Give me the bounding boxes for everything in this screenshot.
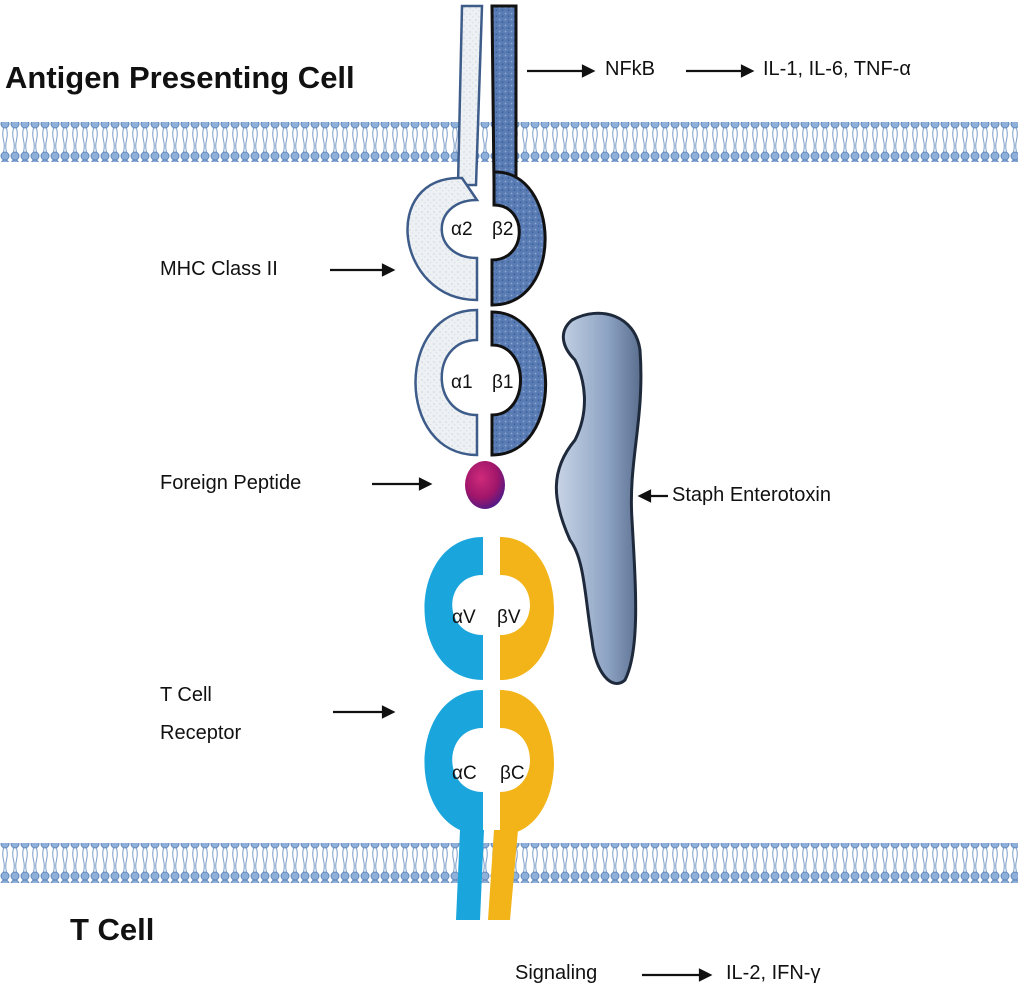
apc-title: Antigen Presenting Cell: [5, 60, 355, 95]
domain-betaV: βV: [497, 607, 521, 628]
tcr-label-line1: T Cell: [160, 684, 212, 706]
domain-beta1: β1: [492, 372, 514, 393]
foreign-peptide: [465, 461, 505, 509]
domain-alpha2: α2: [451, 219, 473, 240]
mhc-label: MHC Class II: [160, 258, 278, 280]
tcr-beta-chain: [488, 537, 554, 920]
domain-betaC: βC: [500, 763, 525, 784]
arrows: [330, 64, 755, 982]
toxin-label: Staph Enterotoxin: [672, 484, 831, 506]
tcell-title: T Cell: [70, 912, 155, 947]
domain-beta2: β2: [492, 219, 514, 240]
signaling-label: Signaling: [515, 962, 598, 984]
domain-alphaC: αC: [452, 763, 477, 784]
domain-alpha1: α1: [451, 372, 473, 393]
nfkb-label: NFkB: [605, 58, 655, 80]
apc-cytokines-label: IL-1, IL-6, TNF-α: [763, 58, 911, 80]
staph-enterotoxin: [554, 311, 643, 685]
mhc-alpha-chain: [406, 4, 484, 457]
tcr-alpha-chain: [424, 537, 484, 920]
peptide-label: Foreign Peptide: [160, 472, 302, 494]
domain-alphaV: αV: [452, 607, 476, 628]
mhc-beta-chain: [490, 4, 548, 457]
tcr-label-line2: Receptor: [160, 722, 242, 744]
tcell-cytokines-label: IL-2, IFN-γ: [726, 962, 821, 984]
